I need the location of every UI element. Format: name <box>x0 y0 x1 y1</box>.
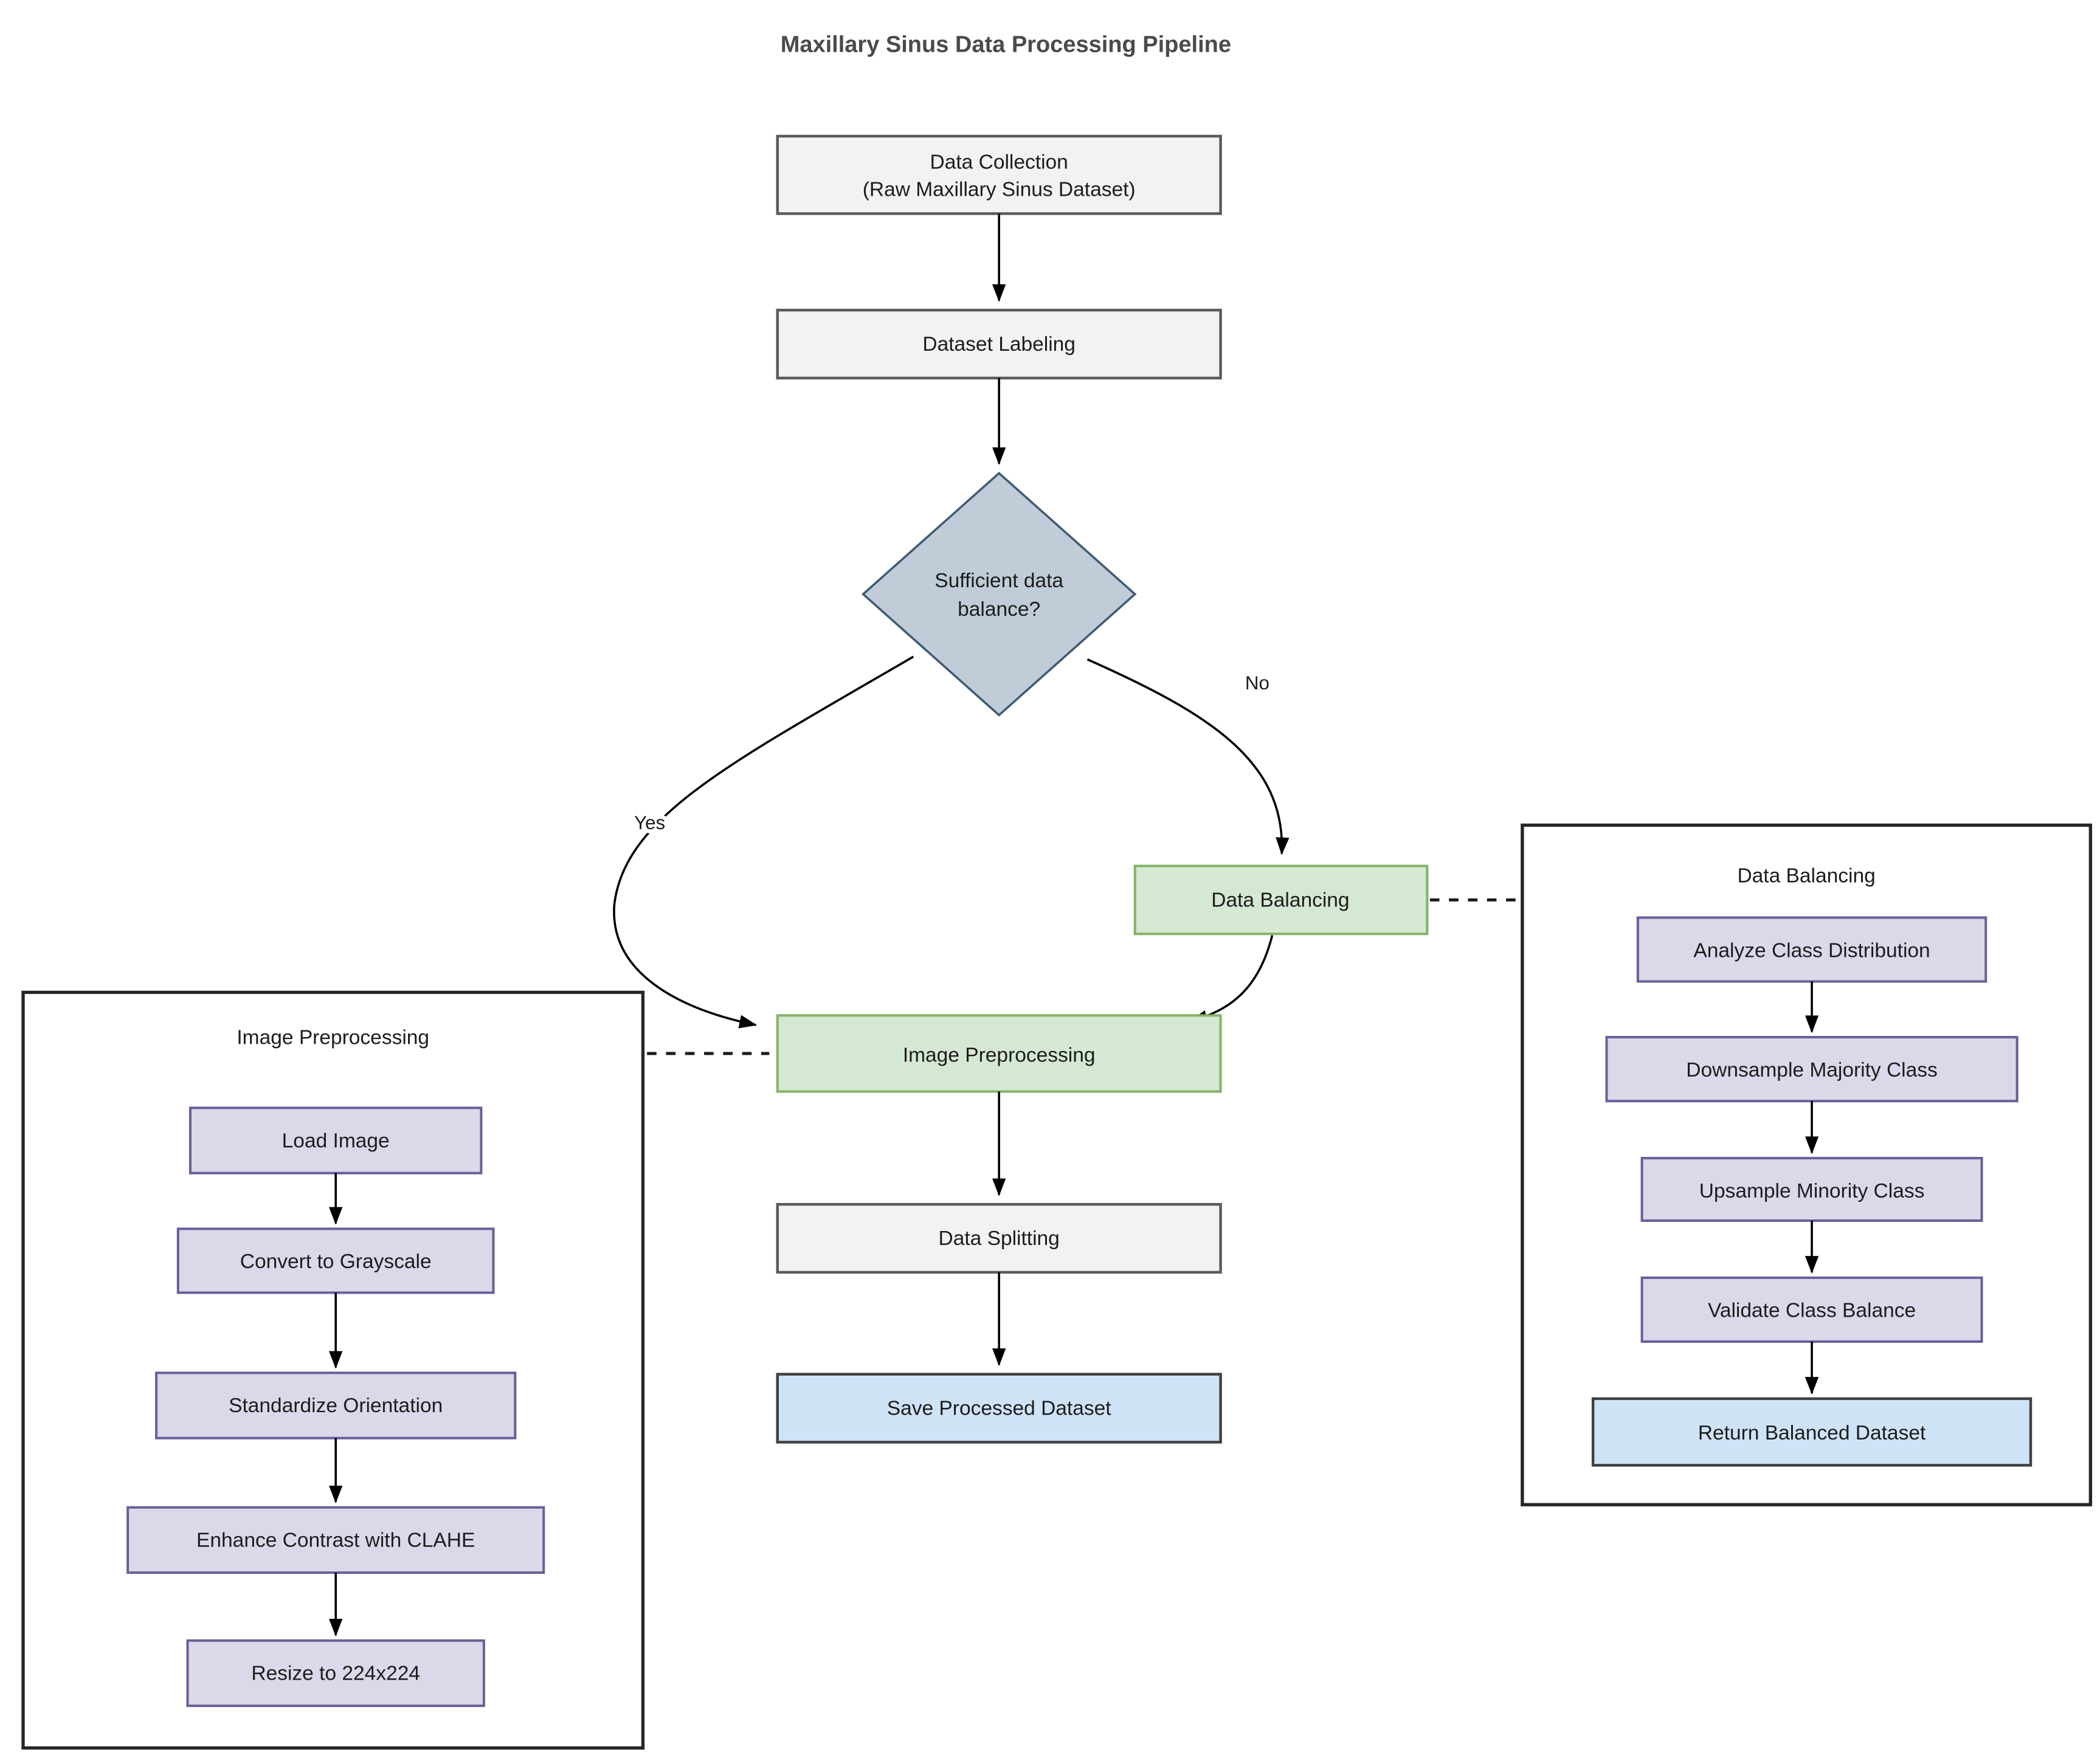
save-processed-dataset-node <box>776 1373 1222 1444</box>
step-upsample-minority <box>1640 1157 1983 1222</box>
yes-edge-label: Yes <box>634 812 665 833</box>
step-analyze-distribution-label: Analyze Class Distribution <box>1693 939 1930 962</box>
step-enhance-clahe <box>126 1506 545 1574</box>
step-enhance-clahe-label: Enhance Contrast with CLAHE <box>196 1529 475 1552</box>
save-processed-dataset-label: Save Processed Dataset <box>887 1398 1112 1420</box>
data-splitting-label: Data Splitting <box>938 1227 1059 1250</box>
data-balancing-node <box>1133 864 1429 936</box>
image-preprocessing-panel-title: Image Preprocessing <box>237 1026 429 1049</box>
dataset-labeling-label: Dataset Labeling <box>922 333 1076 356</box>
image-preprocessing-panel: Image Preprocessing Load Image Convert t… <box>21 990 645 1750</box>
step-return-balanced-label: Return Balanced Dataset <box>1698 1422 1926 1444</box>
decision-label-line1: Sufficient data <box>934 570 1063 592</box>
image-preprocessing-node <box>776 1014 1222 1093</box>
step-load-image-label: Load Image <box>282 1129 390 1152</box>
step-analyze-distribution <box>1636 916 1988 983</box>
data-balancing-panel: Data Balancing Analyze Class Distributio… <box>1521 823 2093 1506</box>
step-load-image <box>188 1106 483 1174</box>
step-validate-balance <box>1640 1276 1983 1343</box>
no-edge-label: No <box>1245 672 1269 694</box>
data-balancing-label: Data Balancing <box>1211 889 1349 912</box>
step-resize-label: Resize to 224x224 <box>251 1663 420 1685</box>
step-upsample-minority-label: Upsample Minority Class <box>1699 1180 1925 1202</box>
step-downsample-majority <box>1605 1036 2019 1103</box>
step-convert-grayscale-label: Convert to Grayscale <box>240 1250 432 1273</box>
step-standardize-orientation <box>155 1371 517 1440</box>
edge-balancing-to-preprocessing <box>1189 935 1274 1024</box>
step-validate-balance-label: Validate Class Balance <box>1708 1300 1916 1322</box>
diagram-title: Maxillary Sinus Data Processing Pipeline <box>781 32 1231 57</box>
data-balancing-panel-title: Data Balancing <box>1737 864 1875 887</box>
image-preprocessing-panel-frame <box>21 990 645 1750</box>
step-resize <box>186 1639 485 1708</box>
image-preprocessing-label: Image Preprocessing <box>903 1044 1096 1066</box>
step-convert-grayscale <box>176 1227 495 1294</box>
edge-no-branch <box>1086 658 1290 855</box>
step-return-balanced <box>1591 1397 2033 1467</box>
step-downsample-majority-label: Downsample Majority Class <box>1686 1059 1937 1081</box>
decision-label-line2: balance? <box>958 598 1040 621</box>
step-standardize-orientation-label: Standardize Orientation <box>229 1395 443 1417</box>
data-splitting-node <box>776 1202 1222 1274</box>
main-flow: Data Collection (Raw Maxillary Sinus Dat… <box>613 134 1429 1444</box>
data-collection-label-line1: Data Collection <box>930 151 1068 174</box>
data-collection-label-line2: (Raw Maxillary Sinus Dataset) <box>863 178 1136 201</box>
data-collection-node <box>776 134 1222 215</box>
decision-diamond <box>861 472 1137 717</box>
edge-yes-branch <box>613 655 914 1029</box>
